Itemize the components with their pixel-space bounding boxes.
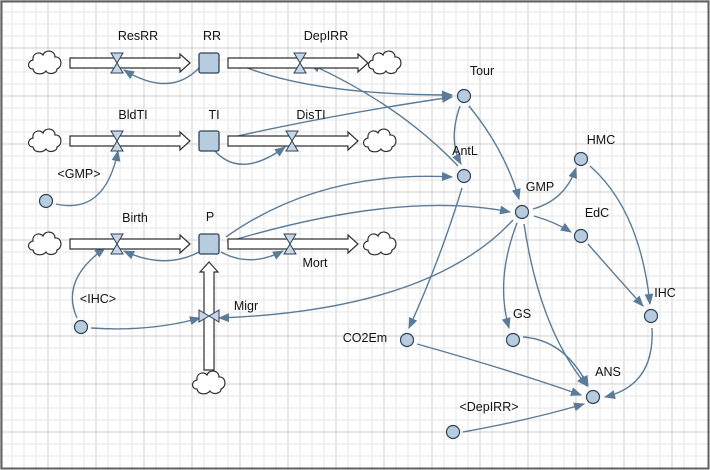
valve-icon-disti[interactable]	[285, 130, 299, 152]
link-co2em-to-ans[interactable]	[416, 343, 583, 396]
link-gmp-to-ans[interactable]	[523, 223, 588, 387]
variable-hmc[interactable]	[573, 151, 589, 167]
flow-label-migr: Migr	[234, 299, 258, 313]
variable-label-edc: EdC	[585, 206, 609, 220]
variable-edc[interactable]	[573, 228, 589, 244]
link-ti-to-disti[interactable]	[213, 146, 286, 165]
variable-ihc[interactable]	[643, 308, 659, 324]
causal-links	[55, 59, 654, 433]
link-ihc_shadow-to-migr[interactable]	[90, 316, 202, 330]
variable-label-ans: ANS	[595, 365, 621, 379]
link-edc-to-ihc[interactable]	[587, 243, 644, 307]
cloud-icon-c_migr_src[interactable]	[191, 370, 226, 395]
variable-label-antl: AntL	[452, 144, 478, 158]
link-rr-to-resrr[interactable]	[123, 67, 200, 85]
flow-label-birth: Birth	[122, 211, 148, 225]
shadow-variable-ihc_shadow[interactable]	[73, 319, 89, 335]
valve-icon-mort[interactable]	[283, 233, 297, 255]
link-antl-to-co2em[interactable]	[408, 187, 463, 330]
flow-pipe-birth	[69, 233, 191, 255]
shadow-variable-gmp_shadow[interactable]	[38, 193, 54, 209]
link-gmp-to-edc[interactable]	[533, 215, 572, 233]
flow-pipe-resrr	[69, 52, 191, 74]
stock-ti[interactable]	[198, 130, 220, 152]
variable-gs[interactable]	[505, 332, 521, 348]
variable-label-hmc: HMC	[587, 133, 615, 147]
variable-label-gmp: GMP	[526, 180, 554, 194]
flow-label-depirr: DepIRR	[304, 29, 348, 43]
link-gmp-to-gs[interactable]	[501, 222, 518, 330]
variable-gmp[interactable]	[514, 204, 530, 220]
variable-ans[interactable]	[585, 389, 601, 405]
valve-icon-resrr[interactable]	[110, 52, 124, 74]
shadow-variable-label-depirr_shadow: <DepIRR>	[459, 400, 518, 414]
valve-icon-birth[interactable]	[110, 233, 124, 255]
flow-pipe-mort	[227, 233, 359, 255]
diagram-nodes	[27, 50, 659, 440]
flow-pipe-depirr	[227, 52, 369, 74]
cloud-icon-c_bldti_src[interactable]	[27, 128, 62, 153]
link-ihc_shadow-to-birth[interactable]	[71, 247, 106, 319]
valve-icon-migr[interactable]	[198, 309, 220, 323]
link-p-to-birth[interactable]	[122, 250, 200, 262]
cloud-icon-c_depirr_sink[interactable]	[367, 50, 402, 75]
flow-label-mort: Mort	[303, 256, 329, 270]
link-hmc-to-ihc[interactable]	[589, 165, 654, 306]
flow-pipes	[69, 52, 369, 371]
shadow-variable-label-gmp_shadow: <GMP>	[57, 167, 100, 181]
stock-rr[interactable]	[198, 52, 220, 74]
variable-antl[interactable]	[456, 168, 472, 184]
flow-label-resrr: ResRR	[118, 29, 158, 43]
shadow-variable-label-ihc_shadow: <IHC>	[80, 292, 116, 306]
variable-label-ihc: IHC	[654, 286, 676, 300]
shadow-variable-depirr_shadow[interactable]	[445, 424, 461, 440]
cloud-icon-c_mort_sink[interactable]	[362, 231, 397, 256]
stock-label-p: P	[206, 210, 214, 224]
variable-label-co2em: CO2Em	[343, 331, 387, 345]
stock-label-ti: TI	[208, 108, 219, 122]
link-depirr_shadow-to-ans[interactable]	[462, 402, 586, 433]
variable-label-gs: GS	[513, 307, 531, 321]
link-gmp-to-migr[interactable]	[217, 219, 514, 323]
link-gs-to-ans[interactable]	[522, 336, 589, 388]
valve-icon-depirr[interactable]	[293, 52, 307, 74]
cloud-icon-c_disti_sink[interactable]	[362, 128, 397, 153]
variable-tour[interactable]	[456, 88, 472, 104]
flow-pipe-bldti	[69, 130, 191, 152]
link-p-to-antl[interactable]	[225, 171, 454, 238]
link-antl-to-depirr[interactable]	[308, 63, 459, 167]
stock-p[interactable]	[198, 233, 220, 255]
variable-co2em[interactable]	[399, 332, 415, 348]
cloud-icon-c_resrr_src[interactable]	[27, 50, 62, 75]
valve-icon-bldti[interactable]	[110, 130, 124, 152]
link-gmp_shadow-to-bldti[interactable]	[55, 149, 121, 207]
variable-label-tour: Tour	[470, 64, 494, 78]
link-ti-to-tour[interactable]	[228, 94, 454, 139]
cloud-icon-c_birth_src[interactable]	[27, 231, 62, 256]
stock-label-rr: RR	[203, 29, 221, 43]
link-tour-to-gmp[interactable]	[468, 105, 521, 201]
flow-pipe-disti	[227, 130, 359, 152]
link-p-to-gmp[interactable]	[226, 204, 512, 243]
link-ihc-to-ans[interactable]	[603, 327, 653, 399]
link-gmp-to-hmc[interactable]	[532, 166, 577, 210]
link-p-to-mort[interactable]	[220, 250, 284, 261]
link-tour-to-antl[interactable]	[452, 105, 462, 165]
flow-label-disti: DisTI	[296, 108, 325, 122]
flow-label-bldti: BldTI	[118, 108, 147, 122]
